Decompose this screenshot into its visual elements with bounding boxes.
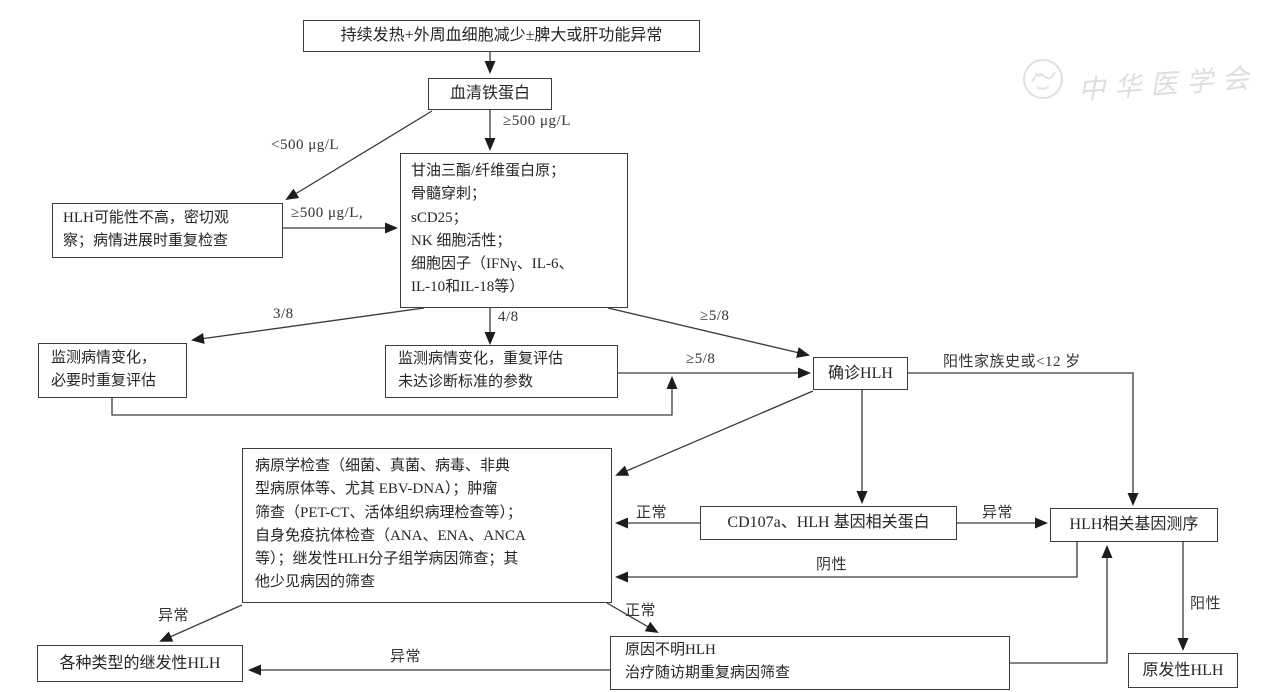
edge-label-ge500-retest: ≥500 μg/L, [291, 205, 364, 221]
node-serum-ferritin: 血清铁蛋白 [428, 78, 552, 110]
edge-label-abnormal-unknown: 异常 [390, 649, 422, 665]
node-start: 持续发热+外周血细胞减少±脾大或肝功能异常 [303, 20, 700, 52]
node-secondary-hlh: 各种类型的继发性HLH [37, 645, 243, 682]
node-monitor-reassess: 监测病情变化， 必要时重复评估 [38, 343, 187, 398]
node-criteria-tests: 甘油三酯/纤维蛋白原； 骨髓穿刺； sCD25； NK 细胞活性； 细胞因子（I… [400, 153, 628, 308]
node-cd107a-protein: CD107a、HLH 基因相关蛋白 [700, 506, 957, 540]
edge-label-abnormal-cd107a: 异常 [982, 505, 1014, 521]
node-confirmed-hlh: 确诊HLH [813, 357, 908, 390]
edge-label-family-history: 阳性家族史或<12 岁 [943, 354, 1081, 370]
edge-label-normal-cd107a: 正常 [636, 505, 668, 521]
edge-label-abnormal-etiology: 异常 [158, 608, 190, 624]
edge-label-3-of-8: 3/8 [273, 306, 294, 322]
edge-label-positive-gene: 阳性 [1190, 596, 1222, 612]
node-etiology-workup: 病原学检查（细菌、真菌、病毒、非典 型病原体等、尤其 EBV-DNA）；肿瘤 筛… [242, 448, 612, 603]
node-primary-hlh: 原发性HLH [1128, 653, 1238, 688]
edge-label-ge5-of-8-diagonal: ≥5/8 [700, 308, 730, 324]
edge-label-lt500: <500 μg/L [271, 137, 340, 153]
edge-label-4-of-8: 4/8 [498, 309, 519, 325]
node-unknown-hlh: 原因不明HLH 治疗随访期重复病因筛查 [610, 636, 1010, 690]
seal-icon [1023, 59, 1063, 99]
edge-label-ge5-of-8-mid: ≥5/8 [686, 351, 716, 367]
node-monitor-parameters: 监测病情变化，重复评估 未达诊断标准的参数 [385, 345, 618, 398]
edge-label-negative-gene: 阴性 [816, 557, 848, 573]
edge-label-normal-etiology: 正常 [625, 603, 657, 619]
node-gene-sequencing: HLH相关基因测序 [1050, 508, 1218, 542]
node-low-probability: HLH可能性不高，密切观 察；病情进展时重复检查 [52, 203, 283, 258]
edge-label-ge500-down: ≥500 μg/L [503, 113, 571, 129]
